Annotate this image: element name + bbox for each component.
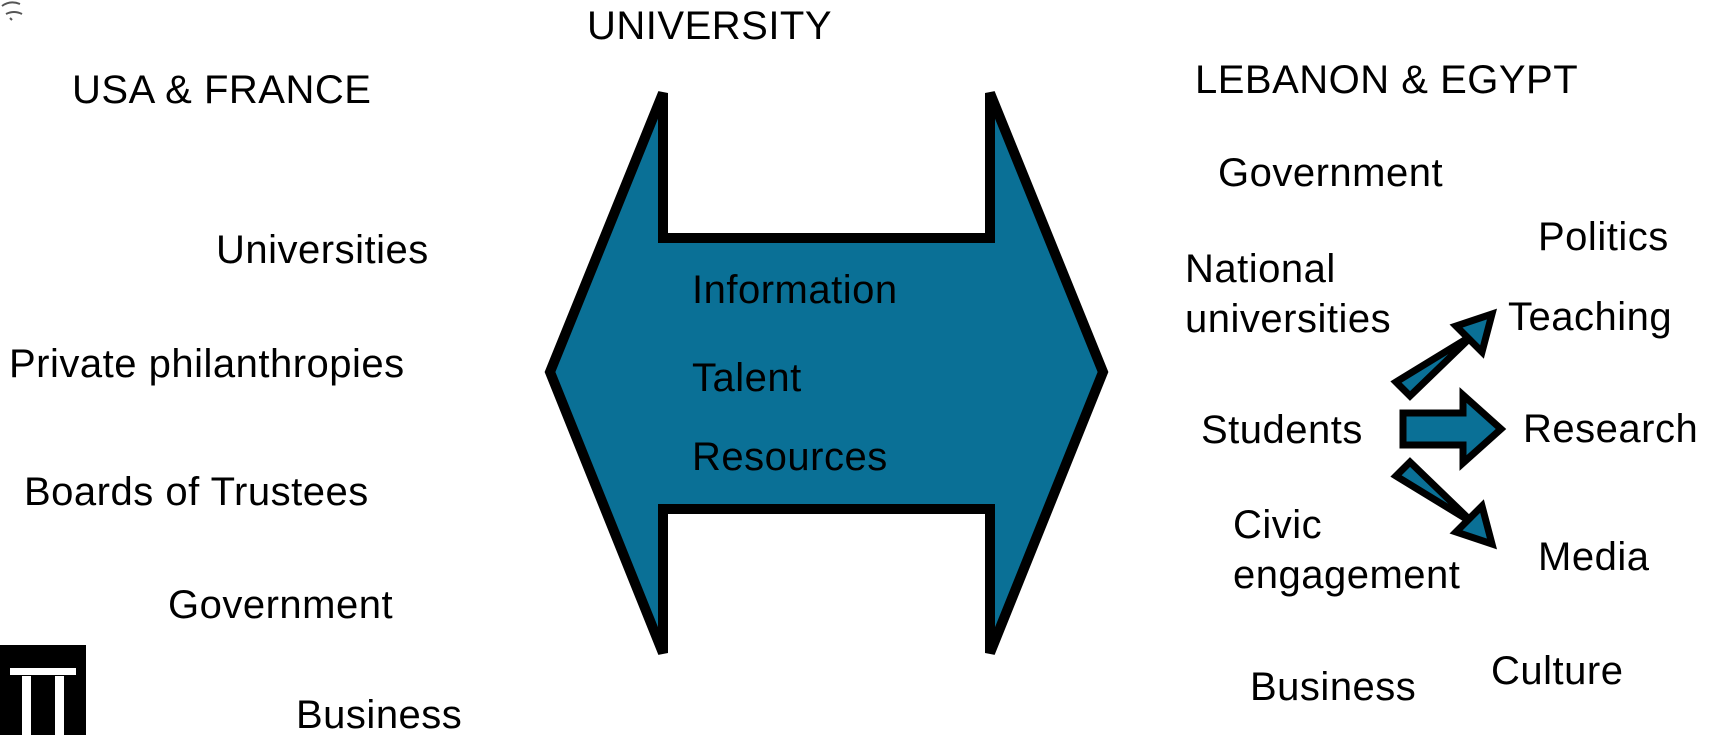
civic-engagement-line-1: Civic [1233, 503, 1323, 547]
left-item-universities: Universities [216, 228, 429, 272]
center-item-resources: Resources [692, 435, 888, 479]
logo-fragment-top-left-icon [1, 1, 23, 21]
arrow-to-media [1390, 457, 1498, 550]
center-item-information: Information [692, 268, 898, 312]
left-item-business: Business [296, 693, 463, 737]
output-culture: Culture [1491, 649, 1624, 693]
university-title: UNIVERSITY [587, 4, 833, 48]
output-media: Media [1538, 535, 1650, 579]
civic-engagement-line-2: engagement [1233, 553, 1461, 597]
left-item-boards-of-trustees: Boards of Trustees [24, 470, 369, 514]
output-teaching: Teaching [1508, 295, 1673, 339]
right-item-business: Business [1250, 665, 1417, 709]
right-item-students: Students [1201, 408, 1363, 452]
university-double-arrow [544, 91, 1109, 655]
national-universities-line-2: universities [1185, 297, 1392, 341]
right-item-civic-engagement: Civic engagement [1233, 500, 1460, 600]
output-research: Research [1523, 407, 1699, 451]
arrow-to-research [1399, 387, 1507, 471]
right-item-government: Government [1218, 151, 1444, 195]
right-heading: LEBANON & EGYPT [1195, 58, 1579, 102]
logo-fragment-bottom-left-icon [0, 645, 86, 735]
output-politics: Politics [1538, 215, 1669, 259]
left-item-government: Government [168, 583, 394, 627]
right-item-national-universities: National universities [1185, 244, 1391, 344]
left-item-private-philanthropies: Private philanthropies [9, 342, 405, 386]
left-heading: USA & FRANCE [72, 68, 372, 112]
national-universities-line-1: National [1185, 247, 1336, 291]
center-item-talent: Talent [692, 356, 802, 400]
arrow-to-teaching [1390, 308, 1498, 401]
